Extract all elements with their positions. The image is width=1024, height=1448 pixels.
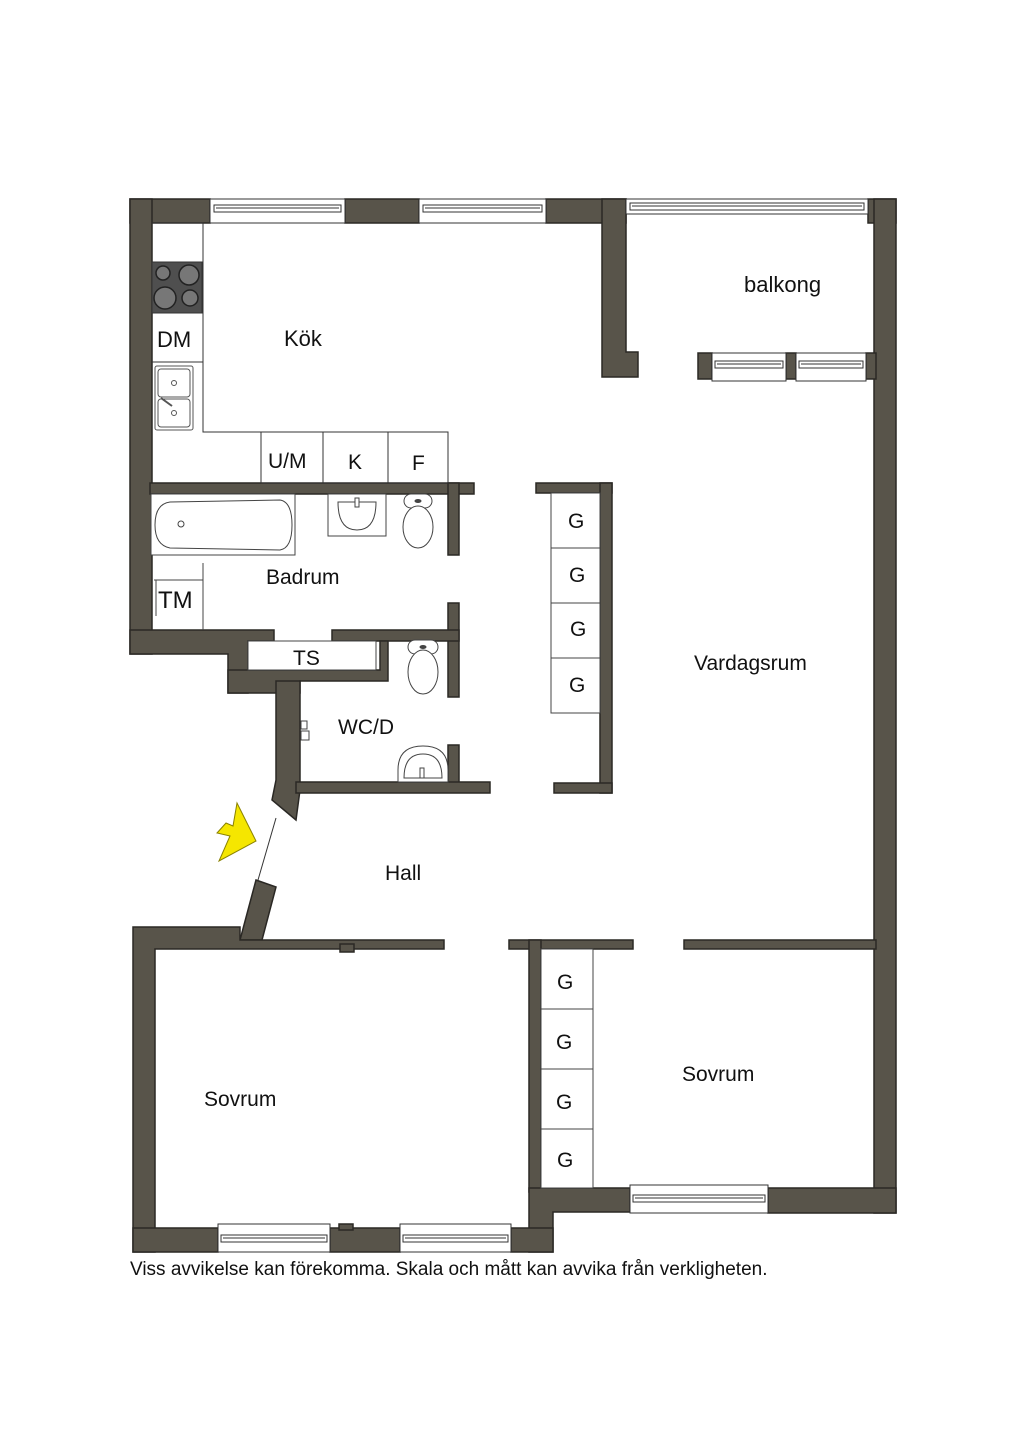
window-icon xyxy=(217,1223,331,1253)
stove-icon xyxy=(151,261,203,314)
bathtub-icon xyxy=(150,493,296,556)
wardrobe-label: G xyxy=(557,971,573,994)
room-label-badrum: Badrum xyxy=(266,566,340,589)
window-icon xyxy=(209,198,346,224)
wardrobe-label: G xyxy=(556,1091,572,1114)
wardrobe-label: G xyxy=(568,510,584,533)
window-icon xyxy=(629,1184,769,1214)
entrance-arrow-icon xyxy=(216,801,257,863)
faucet-icon xyxy=(300,720,310,741)
room-label-wc-d: WC/D xyxy=(338,716,394,739)
toilet-icon xyxy=(402,493,434,549)
window-icon xyxy=(795,352,867,382)
windows xyxy=(209,198,869,1253)
room-label-sovrum-right: Sovrum xyxy=(682,1063,754,1086)
room-label-sovrum-left: Sovrum xyxy=(204,1088,276,1111)
washbasin-icon xyxy=(397,745,449,783)
room-label-vardagsrum: Vardagsrum xyxy=(694,652,807,675)
kitchen-sink-icon xyxy=(154,365,194,431)
disclaimer-text: Viss avvikelse kan förekomma. Skala och … xyxy=(130,1259,768,1280)
fixture-label-washing-machine: TM xyxy=(158,587,193,614)
window-icon xyxy=(418,198,547,224)
fixture-label-fridge: K xyxy=(348,451,362,474)
fixture-label-oven-microwave: U/M xyxy=(268,450,307,473)
drying-cabinet xyxy=(247,640,377,671)
wardrobe-label: G xyxy=(570,618,586,641)
entrance-door xyxy=(257,817,277,881)
window-icon xyxy=(625,198,869,215)
wardrobe-label: G xyxy=(569,564,585,587)
fixture-label-freezer: F xyxy=(412,452,425,475)
wardrobe-label: G xyxy=(557,1149,573,1172)
window-icon xyxy=(711,352,787,382)
fixture-label-drying-cabinet: TS xyxy=(293,647,320,670)
wardrobe-label: G xyxy=(556,1031,572,1054)
wardrobe-label: G xyxy=(569,674,585,697)
washbasin-icon xyxy=(327,493,387,537)
room-label-hall: Hall xyxy=(385,862,421,885)
fixture-label-dishwasher: DM xyxy=(157,327,191,352)
washing-machine xyxy=(154,563,204,630)
wardrobe-living-room xyxy=(550,492,601,714)
toilet-icon xyxy=(407,639,439,695)
room-label-kok: Kök xyxy=(284,326,323,351)
room-label-balkong: balkong xyxy=(744,272,821,297)
window-icon xyxy=(399,1223,512,1253)
wardrobe-bedroom xyxy=(540,948,594,1189)
walls xyxy=(129,198,897,1253)
